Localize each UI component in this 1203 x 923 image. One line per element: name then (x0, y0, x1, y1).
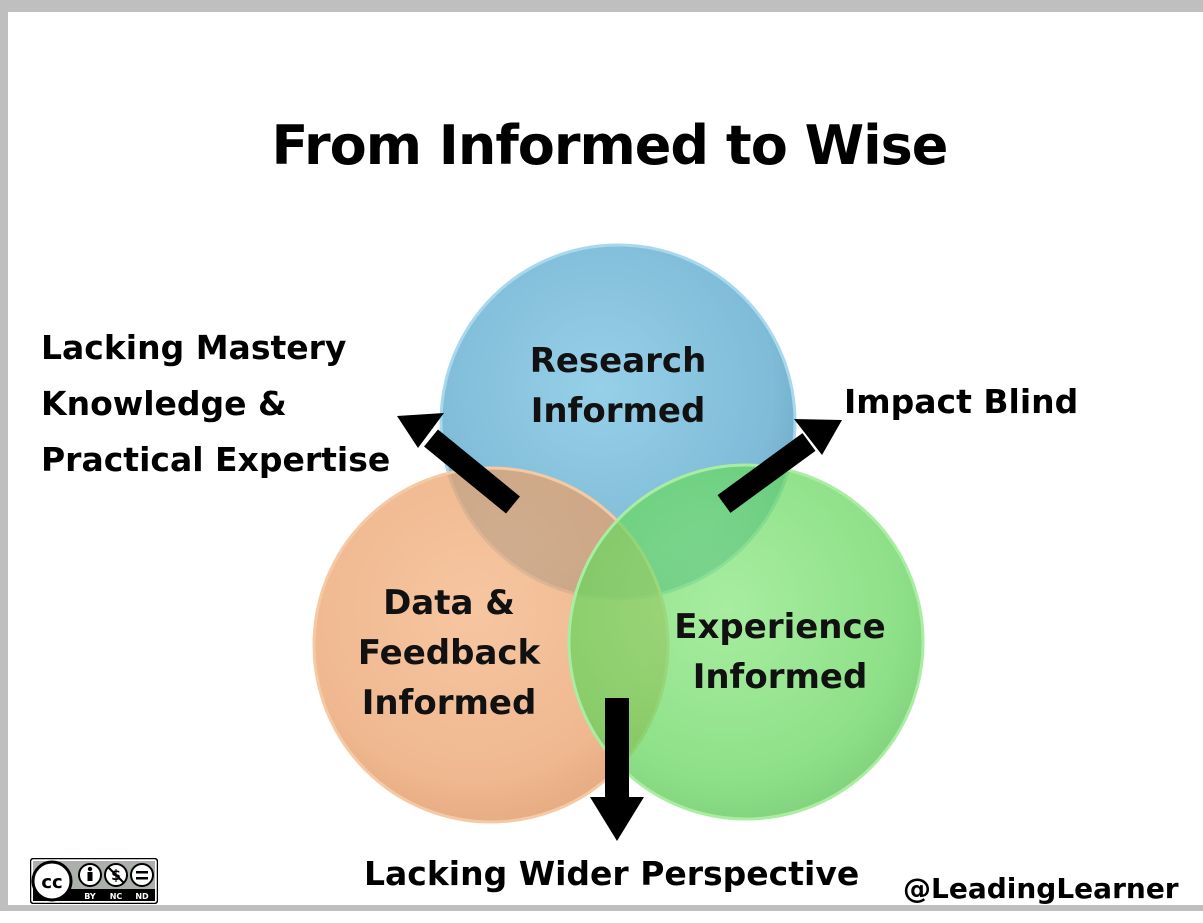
page-title: From Informed to Wise (271, 114, 949, 177)
arrow-upper-right (717, 419, 842, 513)
lacking-mastery-line: Knowledge & (41, 384, 287, 423)
data-feedback-label-line: Feedback (357, 633, 541, 673)
data-feedback-label-line: Informed (361, 683, 537, 723)
experience-informed-circle (567, 463, 925, 821)
venn-diagram (312, 243, 925, 841)
lacking-mastery-line: Lacking Mastery (41, 328, 347, 367)
lacking-wider-perspective-label: Lacking Wider Perspective (364, 854, 860, 893)
impact-blind-label: Impact Blind (844, 382, 1079, 421)
arrow-down (590, 698, 644, 841)
research-informed-label-line: Informed (530, 391, 706, 431)
lacking-mastery-label: Lacking Mastery Knowledge & Practical Ex… (41, 320, 390, 488)
experience-informed-label-line: Experience (674, 607, 886, 647)
cc-nc-label: NC (110, 892, 123, 901)
data-feedback-label-line: Data & (383, 583, 515, 623)
svg-text:cc: cc (41, 872, 62, 893)
research-informed-label: Research Informed (518, 336, 718, 436)
experience-informed-label: Experience Informed (668, 602, 892, 702)
data-feedback-informed-label: Data & Feedback Informed (349, 578, 549, 728)
cc-by-label: BY (84, 892, 96, 901)
cc-nd-label: ND (135, 892, 149, 901)
experience-informed-label-line: Informed (692, 657, 868, 697)
author-handle: @LeadingLearner (903, 872, 1179, 905)
research-informed-label-line: Research (529, 341, 707, 381)
arrow-upper-left (397, 413, 520, 514)
lacking-mastery-line: Practical Expertise (41, 440, 391, 479)
cc-by-nc-nd-icon: cc $ BY NC ND (30, 858, 158, 904)
